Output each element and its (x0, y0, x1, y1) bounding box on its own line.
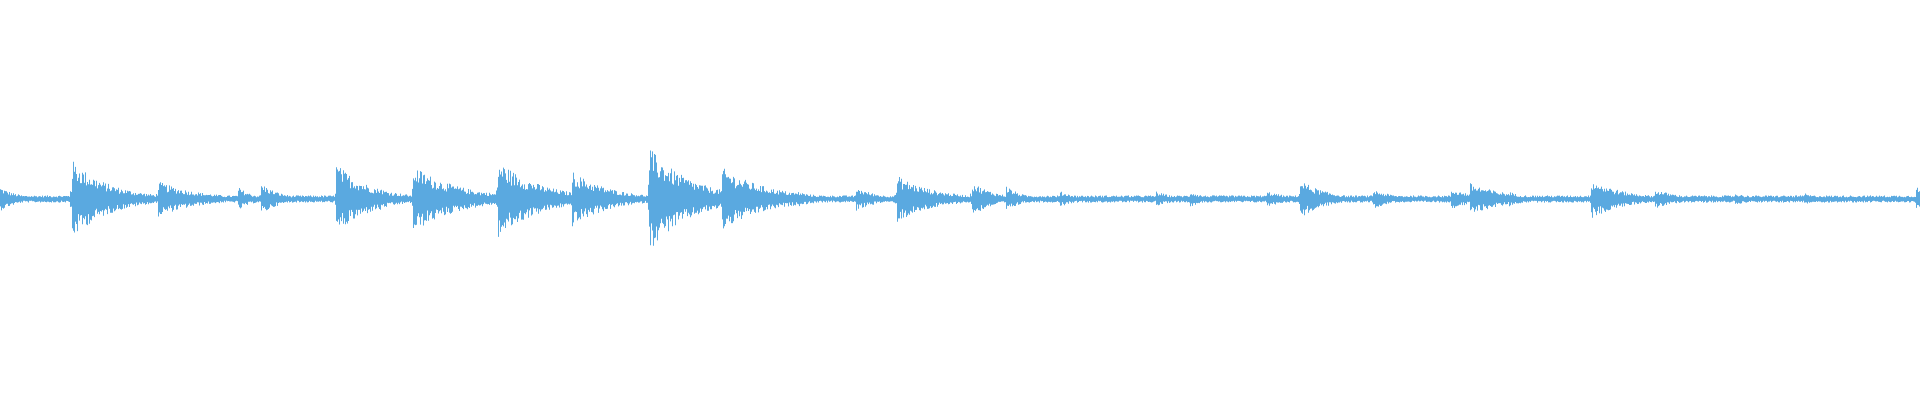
waveform-trace (0, 150, 1920, 246)
